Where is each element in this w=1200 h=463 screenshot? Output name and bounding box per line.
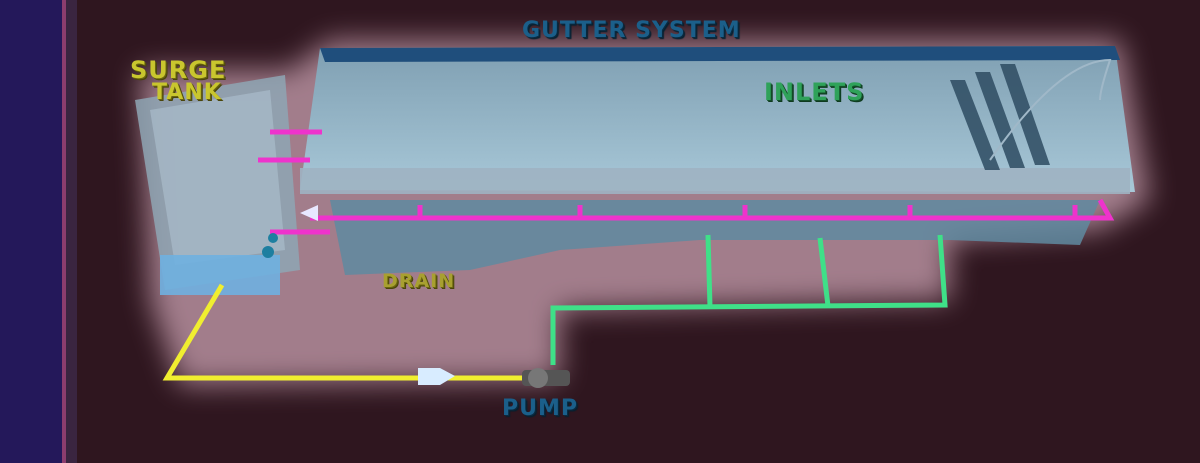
tank-label-line2: TANK — [152, 80, 222, 105]
suction-pipe — [162, 283, 530, 381]
return-pipes — [258, 129, 1115, 235]
sidebar-panel — [0, 0, 62, 463]
sidebar-divider — [62, 0, 66, 463]
pump-label: PUMP — [502, 396, 579, 421]
gutter — [320, 46, 1120, 62]
float-ball — [268, 233, 278, 243]
inlets-label: INLETS — [764, 78, 865, 106]
flow-arrow-left-icon — [300, 205, 318, 221]
flow-arrow-right-icon — [418, 368, 455, 385]
surge-tank — [135, 75, 300, 295]
drain-label: DRAIN — [382, 270, 456, 292]
handrail — [989, 58, 1112, 161]
sidebar-strip — [66, 0, 77, 463]
pump-icon — [522, 368, 570, 388]
float-ball — [262, 246, 274, 258]
inlet-pipes — [550, 234, 948, 365]
gutter-system-label: GUTTER SYSTEM — [522, 18, 741, 43]
surge-label-line1: SURGE — [130, 56, 227, 84]
